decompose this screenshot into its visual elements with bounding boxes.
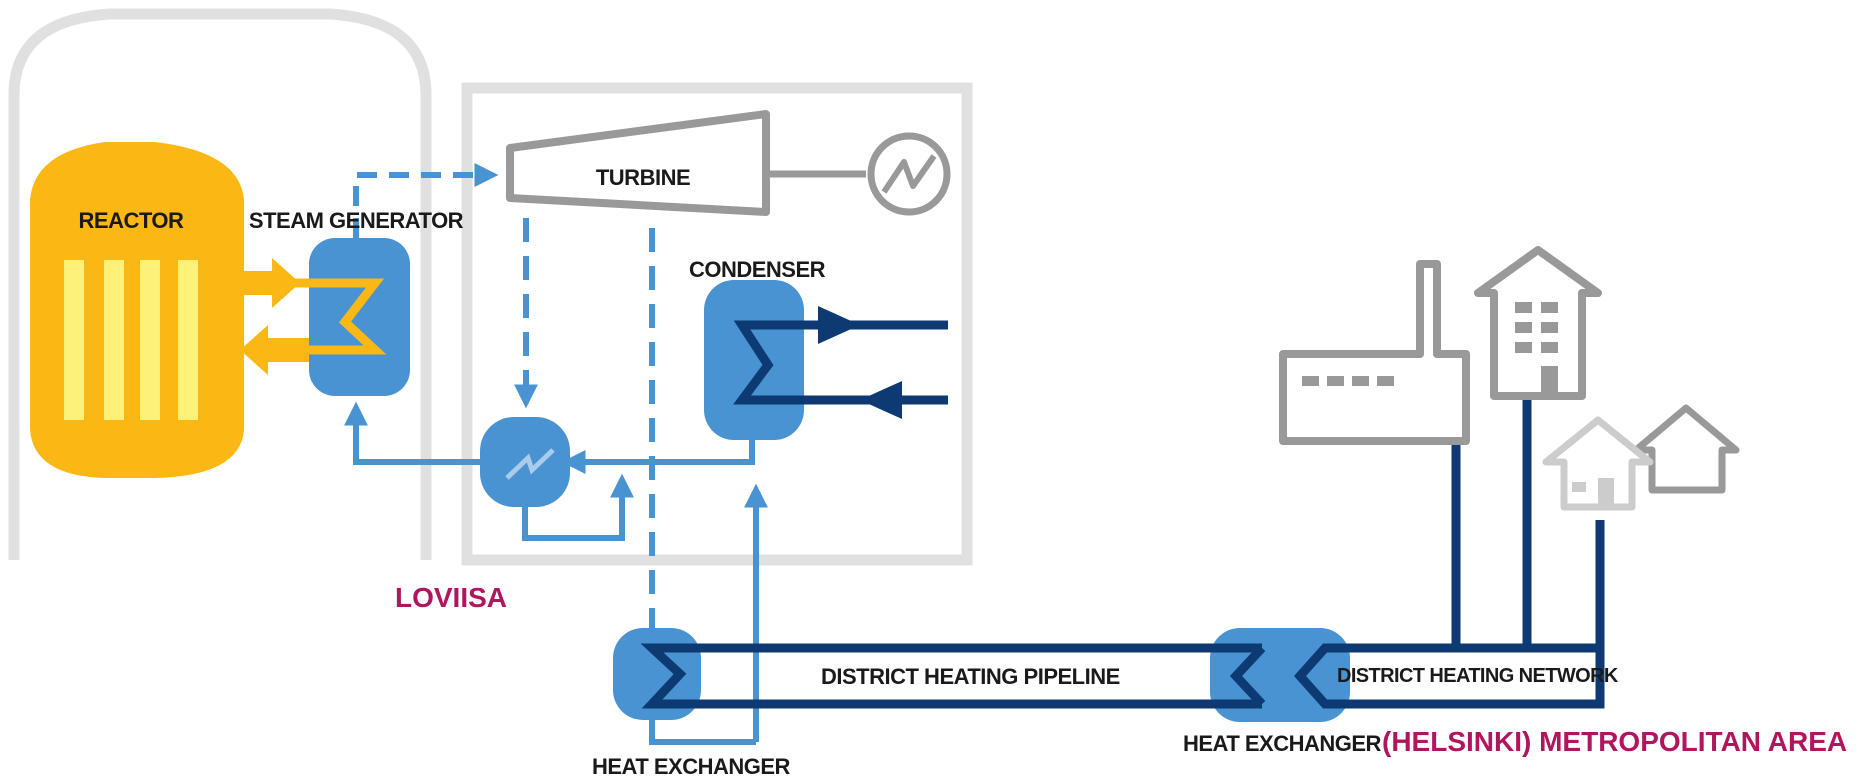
steam-generator-label: STEAM GENERATOR [249,208,464,233]
condenser-label: CONDENSER [689,257,826,282]
apartment-building-icon [1474,246,1602,400]
preheater-drain-line [522,473,634,541]
condensate-line [561,438,755,474]
heat-exchanger-left-label: HEAT EXCHANGER [592,754,791,779]
metropolitan-area-label: (HELSINKI) METROPOLITAN AREA [1382,726,1847,757]
condenser [704,280,804,440]
district-heating-pipeline [640,643,1266,709]
preheater-coil [505,448,555,480]
house-icon [1542,404,1740,511]
turbine [506,110,770,216]
fuel-rods [64,260,198,420]
district-heating-network [1293,396,1605,709]
heat-exchanger-right-label: HEAT EXCHANGER [1183,731,1382,756]
district-heating-pipeline-label: DISTRICT HEATING PIPELINE [821,664,1120,689]
cooling-water-arrows [818,306,902,419]
loviisa-label: LOVIISA [395,582,507,613]
reactor-label: REACTOR [79,208,184,233]
feedwater-line [344,401,480,465]
turbine-label: TURBINE [596,165,690,190]
factory-icon [1279,260,1470,445]
reactor-vessel [30,142,244,478]
containment-building [8,8,432,560]
generator-icon [867,132,951,216]
turbine-hall [461,82,973,566]
district-heating-network-label: DISTRICT HEATING NETWORK [1337,665,1619,687]
steam-generator-coil [280,278,387,355]
condenser-cooling-coil [733,320,948,405]
steam-generator [309,238,410,396]
